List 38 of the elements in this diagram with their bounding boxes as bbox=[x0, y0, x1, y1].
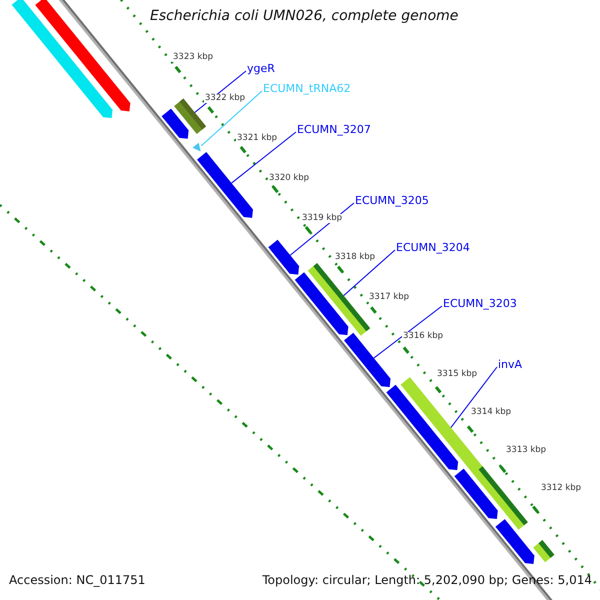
gene-block bbox=[386, 384, 458, 470]
tick-label: 3315 kbp bbox=[436, 370, 478, 378]
tick-label: 3313 kbp bbox=[505, 446, 548, 454]
leader-line bbox=[450, 366, 498, 428]
tick-label: 3321 kbp bbox=[236, 134, 278, 142]
gene-block bbox=[454, 468, 498, 519]
gene-label: ECUMN_3205 bbox=[355, 195, 429, 206]
accession-text: Accession: NC_011751 bbox=[9, 574, 146, 586]
tick-label: 3312 kbp bbox=[540, 484, 582, 492]
gene-label: ECUMN_3207 bbox=[297, 124, 371, 135]
tick-label: 3320 kbp bbox=[268, 174, 310, 182]
tick-label: 3323 kbp bbox=[172, 53, 214, 62]
gene-block bbox=[197, 152, 253, 218]
gene-block bbox=[268, 240, 300, 275]
gene-label: ECUMN_3204 bbox=[396, 242, 470, 253]
leader-line bbox=[343, 250, 396, 296]
leader-line bbox=[231, 132, 296, 184]
gene-block bbox=[12, 0, 112, 118]
gene-block bbox=[35, 0, 130, 112]
gene-label: ygeR bbox=[247, 63, 275, 74]
tick-label: 3316 kbp bbox=[402, 332, 444, 340]
gene-block bbox=[162, 108, 189, 139]
leader-line bbox=[373, 306, 442, 359]
gene-label: invA bbox=[498, 359, 522, 370]
gene-bar bbox=[533, 540, 554, 562]
tick-label: 3319 kbp bbox=[301, 214, 344, 222]
trna-triangle bbox=[192, 142, 201, 152]
gene-block bbox=[344, 332, 390, 388]
leader-line bbox=[200, 90, 262, 146]
title: Escherichia coli UMN026, complete genome bbox=[150, 9, 458, 23]
tick-label: 3318 kbp bbox=[334, 253, 376, 262]
tick-label: 3314 kbp bbox=[470, 408, 512, 416]
tick-label: 3322 kbp bbox=[204, 94, 246, 102]
gene-label: ECUMN_tRNA62 bbox=[263, 83, 351, 94]
gene-block bbox=[495, 519, 534, 564]
gene-block bbox=[294, 272, 348, 336]
gene-label: ECUMN_3203 bbox=[443, 298, 517, 309]
tick-label: 3317 kbp bbox=[368, 293, 410, 302]
